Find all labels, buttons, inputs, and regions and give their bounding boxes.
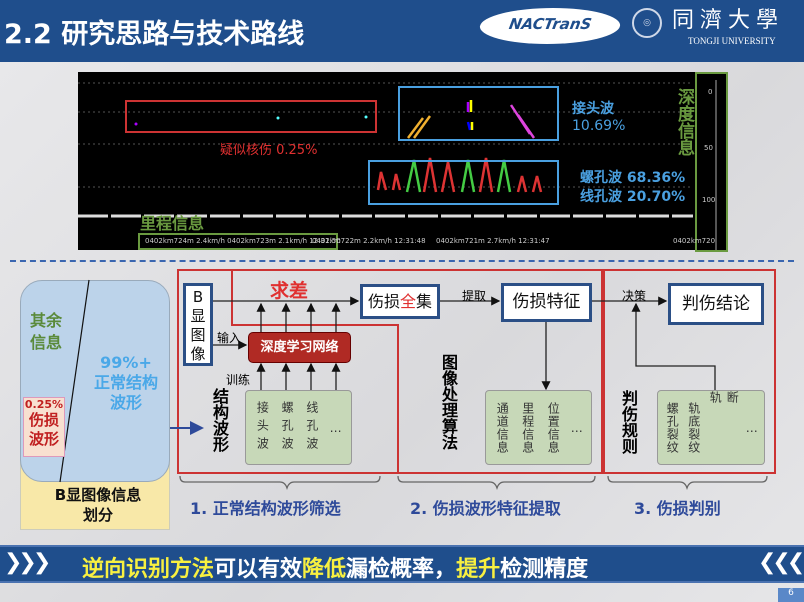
joint-box: [398, 86, 559, 141]
structure-items-box: 接头波 螺孔波 线孔波 …: [245, 390, 352, 465]
suspect-box: [125, 100, 377, 133]
separator: [10, 260, 794, 262]
rule-item: 断轨: [708, 391, 740, 431]
bimage-box: B显图像: [183, 283, 213, 366]
algorithm-item: 里程信息: [520, 401, 535, 454]
ellipsis: …: [570, 420, 583, 435]
banner-text: 逆向识别方法可以有效降低漏检概率，提升检测精度: [82, 557, 589, 582]
university-seal-icon: ◎: [632, 8, 662, 38]
depth-box: [695, 72, 728, 252]
header-bar: [0, 0, 804, 62]
train-label: 训练: [226, 373, 251, 387]
judgement-rules-label: 判伤规则: [619, 390, 638, 454]
normal-waveform-label: 99%+ 正常结构波形: [94, 353, 159, 412]
structure-waveform-label: 结构波形: [210, 388, 229, 452]
extract-label: 提取: [462, 289, 487, 303]
mileage-readout: 0402km721m 2.7km/h 12:31:47: [436, 237, 550, 245]
damage-label: 伤损波形: [28, 411, 59, 448]
input-label: 输入: [217, 331, 242, 345]
algorithm-item: 通道信息: [495, 401, 510, 454]
university-name: 同濟大學: [672, 8, 785, 33]
other-info-label: 其余信息: [30, 311, 63, 352]
step-3-label: 3. 伤损判别: [634, 499, 721, 518]
hole-box: [368, 160, 559, 205]
algorithm-items-box: 通道信息 里程信息 位置信息 …: [485, 390, 592, 465]
mileage-readout: 0402km722m 2.2km/h 12:31:48: [312, 237, 426, 245]
deep-learning-network-box: 深度学习网络: [248, 332, 351, 363]
step-1-label: 1. 正常结构波形筛选: [190, 499, 341, 518]
diff-label: 求差: [270, 280, 309, 302]
depth-label: 深度信息: [674, 88, 694, 156]
joint-label: 接头波: [572, 101, 614, 117]
wire-label: 线孔波 20.70%: [580, 189, 686, 205]
partition-caption: B显图像信息划分: [54, 486, 142, 524]
step-2-label: 2. 伤损波形特征提取: [410, 499, 561, 518]
damage-box: 0.25% 伤损波形: [23, 397, 65, 457]
bolt-label: 螺孔波 68.36%: [580, 170, 686, 186]
mileage-box: [138, 233, 338, 250]
structure-item: 螺孔波: [280, 400, 295, 455]
algorithm-item: 位置信息: [546, 401, 561, 454]
full-set-text: 伤损: [367, 292, 400, 311]
ellipsis: …: [329, 420, 342, 435]
slide-title: 2.2 研究思路与技术路线: [4, 19, 305, 50]
suspect-label: 疑似核伤 0.25%: [220, 143, 318, 158]
mileage-readout: 0402km720: [673, 237, 716, 245]
damage-pct: 0.25%: [24, 398, 64, 411]
mileage-readout: 0402km724m 2.4km/h 0402km723m 2.1km/h 12…: [145, 237, 341, 245]
rule-item: 轨底裂纹: [686, 401, 701, 454]
depth-tick: 50: [704, 144, 713, 152]
university-name-en: TONGJI UNIVERSITY: [688, 36, 776, 46]
chevron-left-icon: ❮❮❮: [758, 550, 804, 575]
damage-feature-box: 伤损特征: [501, 283, 592, 322]
conclusion-box: 判伤结论: [668, 283, 764, 325]
rule-items-box: 螺孔裂纹 轨底裂纹 断轨 …: [657, 390, 765, 465]
page-number: 6: [778, 588, 804, 602]
rule-item: 螺孔裂纹: [665, 401, 680, 454]
mileage-label: 里程信息: [140, 214, 205, 233]
joint-pct: 10.69%: [572, 118, 626, 134]
decide-label: 决策: [622, 289, 647, 303]
ellipsis: …: [745, 420, 758, 435]
depth-tick: 100: [702, 196, 715, 204]
damage-full-set-box: 伤损全集: [360, 284, 440, 319]
image-algorithm-label: 图像处理算法: [439, 354, 458, 450]
full-set-highlight: 全: [399, 292, 416, 311]
structure-item: 接头波: [255, 400, 270, 455]
full-set-text: 集: [416, 292, 433, 311]
depth-tick: 0: [708, 88, 712, 96]
chevron-right-icon: ❯❯❯: [4, 550, 51, 575]
conclusion-banner: [0, 545, 804, 583]
structure-item: 线孔波: [304, 400, 319, 455]
